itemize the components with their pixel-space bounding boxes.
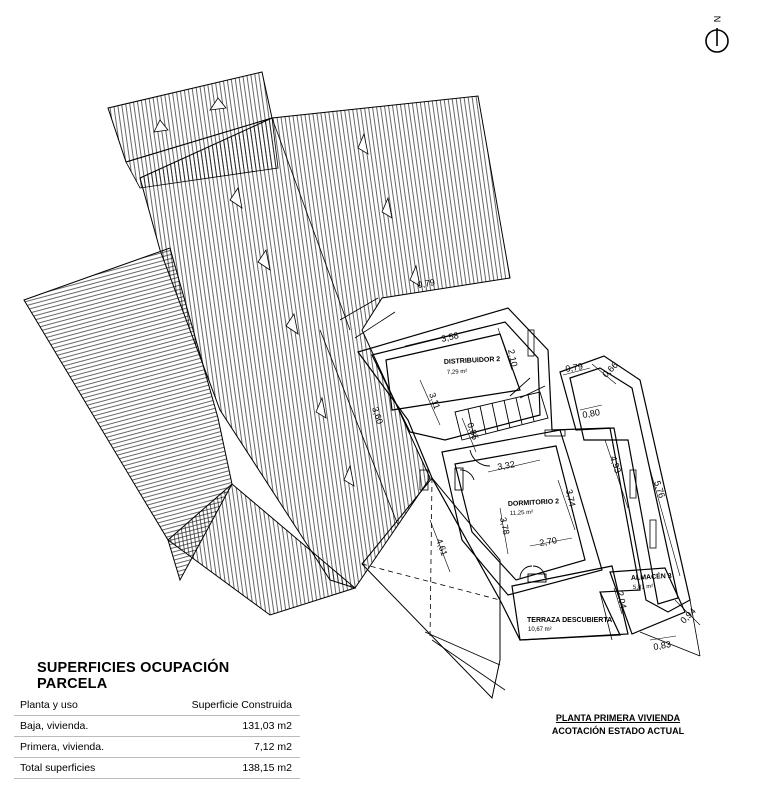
- dimension-lines: [404, 325, 701, 641]
- superficies-header-row: Planta y uso Superficie Construida: [14, 695, 300, 716]
- header-uso: Planta y uso: [20, 699, 78, 711]
- room-name-almacen: ALMACÉN 3: [631, 571, 672, 582]
- room-area-distribuidor: 7,29 m²: [447, 369, 468, 376]
- row-superficie: 138,15 m2: [242, 762, 292, 774]
- superficies-title: SUPERFICIES OCUPACIÓN PARCELA: [37, 660, 230, 692]
- dim-label: 3,11: [427, 391, 442, 410]
- header-superficie: Superficie Construida: [191, 699, 292, 711]
- table-row: Primera, vivienda. 7,12 m2: [14, 737, 300, 758]
- room-area-almacen: 5,81 m²: [633, 584, 654, 591]
- dim-label: 0,94: [678, 606, 697, 625]
- windows: [419, 329, 657, 549]
- north-arrow: N: [705, 16, 729, 53]
- superficies-table: SUPERFICIES OCUPACIÓN PARCELA Planta y u…: [14, 660, 300, 779]
- room-name-dormitorio: DORMITORIO 2: [508, 498, 560, 508]
- dim-label: 0,79: [565, 361, 584, 374]
- dimension-labels: 3,58 2,10 3,11 0,79 0,66 0,80 0,85 3,32 …: [370, 277, 698, 652]
- north-label: N: [712, 16, 722, 23]
- dim-label: 5,76: [652, 480, 667, 500]
- row-uso: Baja, vivienda.: [20, 720, 89, 732]
- room-area-terraza: 10,67 m²: [528, 627, 552, 633]
- plan-caption: PLANTA PRIMERA VIVIENDA ACOTACIÓN ESTADO…: [530, 712, 706, 738]
- roof-slope-arrows: [153, 97, 421, 487]
- dim-label: 3,32: [497, 459, 516, 472]
- railing: [339, 297, 701, 691]
- terrace-outline: [361, 477, 501, 700]
- roof-left-wing: [23, 247, 357, 616]
- room-name-terraza: TERRAZA DESCUBIERTA: [527, 617, 612, 624]
- dim-label: 4,61: [434, 537, 449, 557]
- room-area-dormitorio: 11,25 m²: [510, 510, 534, 517]
- dim-label: 2,70: [539, 535, 558, 548]
- dim-label: 0,80: [582, 407, 601, 420]
- caption-line-2: ACOTACIÓN ESTADO ACTUAL: [551, 726, 685, 736]
- room-name-distribuidor: DISTRIBUIDOR 2: [444, 356, 501, 366]
- dim-label: 0,83: [653, 639, 672, 652]
- dim-label: 4,93: [608, 455, 623, 475]
- dim-label: 0,66: [600, 360, 619, 379]
- table-row: Baja, vivienda. 131,03 m2: [14, 716, 300, 737]
- table-row: Total superficies 138,15 m2: [14, 758, 300, 779]
- dim-label: 2,04: [615, 590, 628, 609]
- room-labels: DISTRIBUIDOR 2 7,29 m² DORMITORIO 2 11,2…: [444, 356, 672, 633]
- dim-label: 3,58: [440, 330, 459, 344]
- dim-label: 0,79: [417, 277, 436, 290]
- row-superficie: 7,12 m2: [254, 741, 292, 753]
- caption-line-1: PLANTA PRIMERA VIVIENDA: [555, 713, 681, 723]
- stairs: [454, 377, 549, 441]
- row-superficie: 131,03 m2: [242, 720, 292, 732]
- dim-label: 3,74: [564, 488, 577, 507]
- row-uso: Total superficies: [20, 762, 96, 774]
- row-uso: Primera, vivienda.: [20, 741, 105, 753]
- doors: [454, 449, 547, 583]
- dim-label: 2,10: [506, 348, 519, 367]
- dim-label: 3,78: [498, 516, 511, 535]
